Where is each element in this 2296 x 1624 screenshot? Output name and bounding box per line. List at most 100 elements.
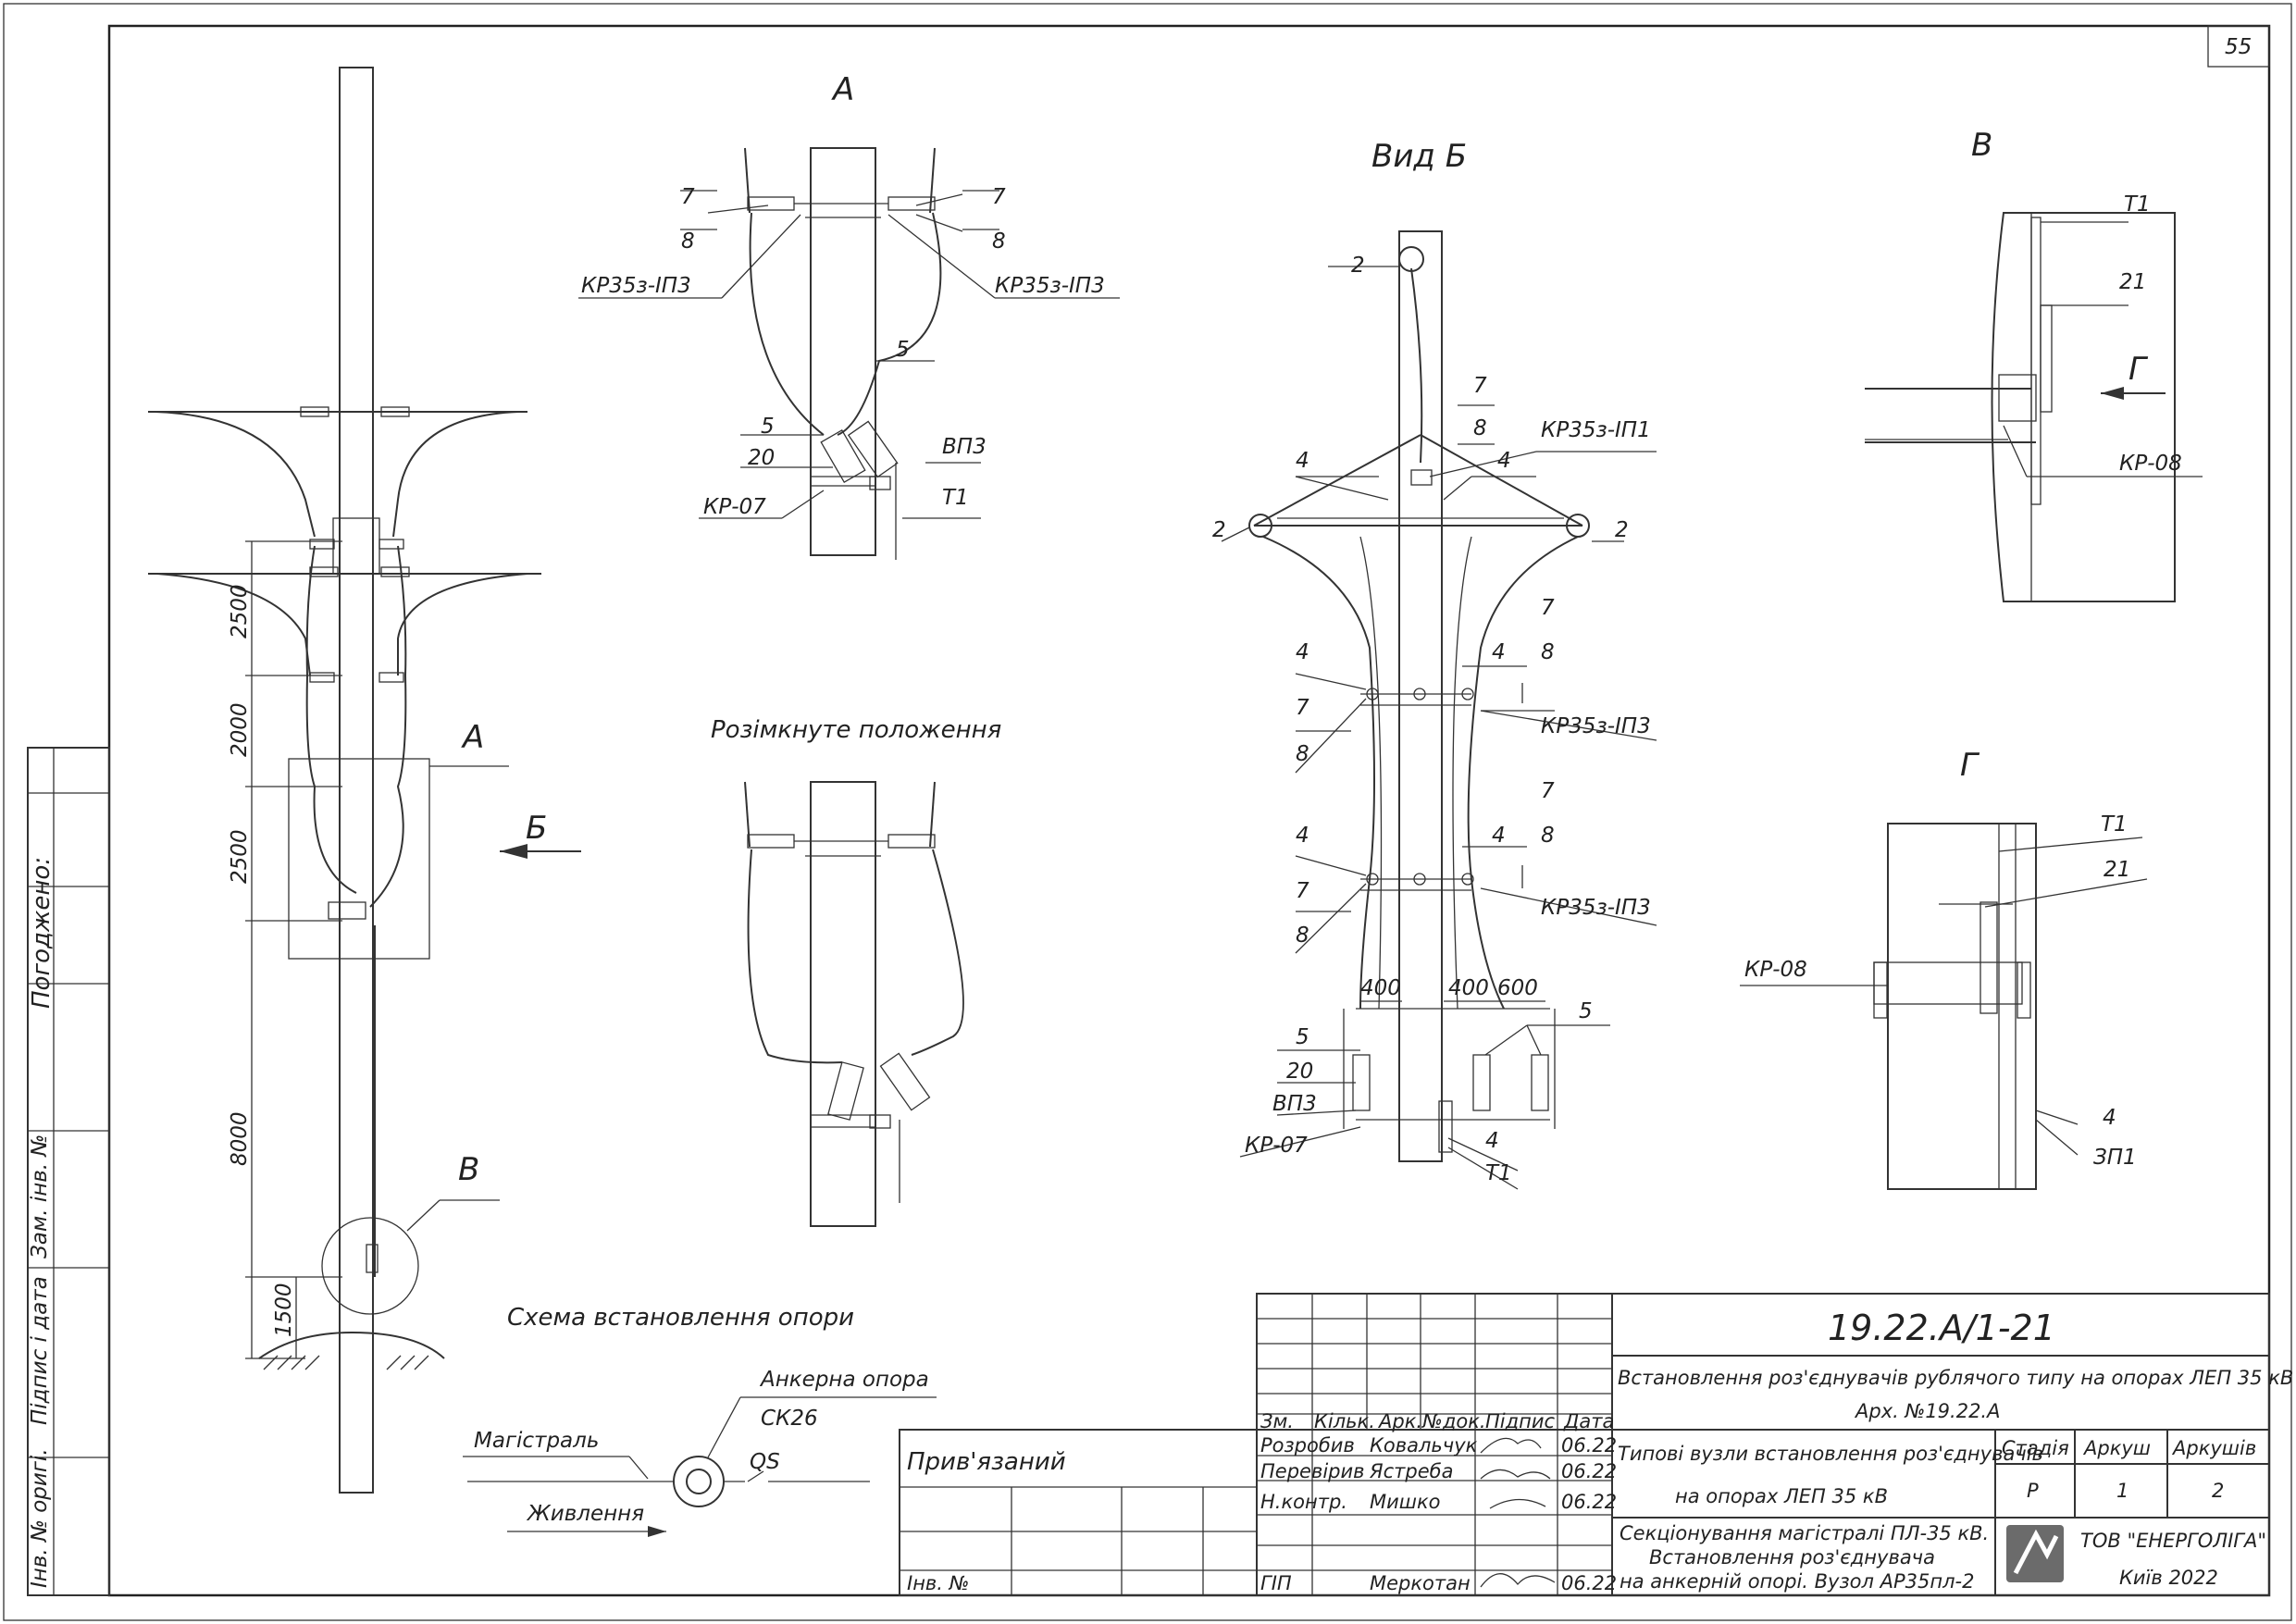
view-a-label-7-right: 7 [992, 185, 1006, 209]
view-b-label-4-left-top: 4 [1296, 449, 1309, 473]
view-v-label-kr08: КР-08 [2119, 452, 2182, 476]
callout-a: А [461, 719, 484, 756]
scheme-main-line: Магістраль [474, 1429, 599, 1453]
header-pidpys: Підпис [1485, 1410, 1556, 1432]
staff-date-2: 06.22 [1561, 1491, 1617, 1513]
sheet-desc-2: Встановлення роз'єднувача [1649, 1546, 1935, 1568]
stamp-replaced: Зам. інв. № [28, 1134, 52, 1258]
view-a-label-5-upper: 5 [896, 338, 910, 362]
view-b-label-2-left: 2 [1212, 518, 1226, 542]
view-b-label-4-mid-right: 4 [1492, 640, 1506, 664]
view-v-label-t1: Т1 [2124, 192, 2151, 217]
view-b-label-kr07: КР-07 [1245, 1134, 1308, 1158]
staff-name-3: Меркотан [1370, 1572, 1471, 1594]
view-b-label-2-right: 2 [1615, 518, 1629, 542]
sheet-number-box [2207, 25, 2270, 68]
header-data: Дата [1563, 1410, 1614, 1432]
header-ark: Арк. [1377, 1410, 1422, 1432]
pole-elevation-view: А Б В 2500 2000 2500 8000 1500 [148, 67, 581, 1494]
view-b-dim-600: 600 [1497, 976, 1538, 1000]
view-b-label-8-mid-right: 8 [1541, 640, 1555, 664]
view-b-dim-400-right: 400 [1448, 976, 1489, 1000]
sheet-desc-3: на анкерній опорі. Вузол АР35пл-2 [1620, 1570, 1974, 1593]
view-b-label-kr35z-ip3-upper: КР35з-ІП3 [1541, 714, 1651, 738]
staff-role-0: Розробив [1260, 1434, 1355, 1457]
view-b-label-7-top: 7 [1473, 374, 1487, 398]
tied-label: Прив'язаний [907, 1448, 1066, 1476]
view-b-label-4-mid-left: 4 [1296, 640, 1309, 664]
view-g-label-zp1: ЗП1 [2093, 1146, 2137, 1170]
staff-date-1: 06.22 [1561, 1460, 1617, 1482]
side-stamp: Погоджено: Зам. інв. № Підпис і дата Інв… [27, 747, 110, 1596]
view-b-label-t1: Т1 [1485, 1161, 1512, 1185]
view-g-label-21: 21 [2104, 858, 2130, 882]
city-year: Київ 2022 [2119, 1567, 2218, 1589]
view-g-label-t1: Т1 [2101, 812, 2128, 837]
inv-no-label: Інв. № [907, 1572, 970, 1594]
view-a-label-vp3: ВП3 [942, 435, 987, 459]
view-b-label-8-top: 8 [1473, 416, 1487, 440]
view-a-label-kr35z-right: КР35з-ІП3 [995, 274, 1105, 298]
outer-frame [3, 3, 2292, 1621]
stamp-orig-inv: Інв. № оригі. [28, 1448, 52, 1588]
view-a: А [578, 71, 1120, 560]
view-b-label-7-mid-left: 7 [1296, 696, 1309, 720]
view-b-label-8-low-right: 8 [1541, 824, 1555, 848]
drawing-frame [107, 24, 2271, 1597]
staff-date-0: 06.22 [1561, 1434, 1617, 1457]
scheme-anchor-label: Анкерна опора [759, 1368, 929, 1392]
view-v: В Т1 21 Г КР-08 [1865, 127, 2203, 602]
view-b-label-vp3: ВП3 [1272, 1092, 1317, 1116]
view-b: Вид Б [1212, 138, 1657, 1190]
stamp-agreed: Погоджено: [28, 857, 56, 1009]
staff-date-3: 06.22 [1561, 1572, 1617, 1594]
sheets-value: 2 [2212, 1480, 2224, 1502]
view-a-label-7-left: 7 [681, 185, 695, 209]
header-kilk: Кільк. [1314, 1410, 1375, 1432]
view-v-label-21: 21 [2119, 270, 2146, 294]
sheet-desc-1: Секціонування магістралі ПЛ-35 кВ. [1620, 1522, 1989, 1544]
open-position-view: Розімкнуте положення [711, 716, 1001, 1227]
stamp-signature-date: Підпис і дата [28, 1276, 52, 1425]
staff-role-1: Перевірив [1260, 1460, 1365, 1482]
detail-a-frame [288, 758, 430, 960]
staff-name-0: Ковальчук [1370, 1434, 1478, 1457]
staff-role-2: Н.контр. [1260, 1491, 1347, 1513]
view-b-label-20: 20 [1286, 1060, 1313, 1084]
view-b-label-kr35z-ip3-lower: КР35з-ІП3 [1541, 896, 1651, 920]
staff-role-3: ГІП [1260, 1572, 1292, 1594]
staff-name-2: Мишко [1370, 1491, 1441, 1513]
signatures [1480, 1437, 1556, 1588]
view-a-label-t1: Т1 [942, 486, 969, 510]
view-a-label-8-right: 8 [992, 229, 1006, 254]
view-a-label-kr07: КР-07 [703, 495, 766, 519]
callout-v: В [458, 1151, 479, 1188]
view-g-title: Г [1960, 747, 1980, 784]
view-b-label-4-bottom: 4 [1485, 1129, 1499, 1153]
view-a-label-20: 20 [748, 446, 775, 470]
doc-code: 19.22.А/1-21 [1828, 1308, 2055, 1348]
callout-b: Б [526, 810, 547, 847]
view-v-title: В [1971, 127, 1992, 164]
view-b-dim-400-left: 400 [1360, 976, 1401, 1000]
sheets-header: Аркушів [2171, 1437, 2256, 1459]
view-b-label-4-right-top: 4 [1497, 449, 1511, 473]
view-b-label-5-right: 5 [1579, 999, 1593, 1023]
header-zm: Зм. [1260, 1410, 1294, 1432]
stage-value: Р [2027, 1480, 2039, 1502]
view-b-label-5-left: 5 [1296, 1025, 1309, 1049]
detail-v-circle [321, 1217, 419, 1315]
view-b-label-4-low-right: 4 [1492, 824, 1506, 848]
sheet-header: Аркуш [2082, 1437, 2151, 1459]
view-b-label-2-top: 2 [1351, 254, 1365, 278]
archive-no: Арх. №19.22.А [1854, 1400, 2000, 1422]
view-a-label-8-left: 8 [681, 229, 695, 254]
view-b-label-kr35z-ip1: КР35з-ІП1 [1541, 418, 1651, 442]
view-g: Г Т1 21 КР-08 4 ЗП1 [1740, 747, 2148, 1190]
dim-2000: 2000 [228, 702, 252, 757]
dim-8000: 8000 [228, 1111, 252, 1166]
view-b-label-4-low-left: 4 [1296, 824, 1309, 848]
sheet-number: 55 [2225, 35, 2252, 59]
company-logo [2006, 1525, 2064, 1582]
